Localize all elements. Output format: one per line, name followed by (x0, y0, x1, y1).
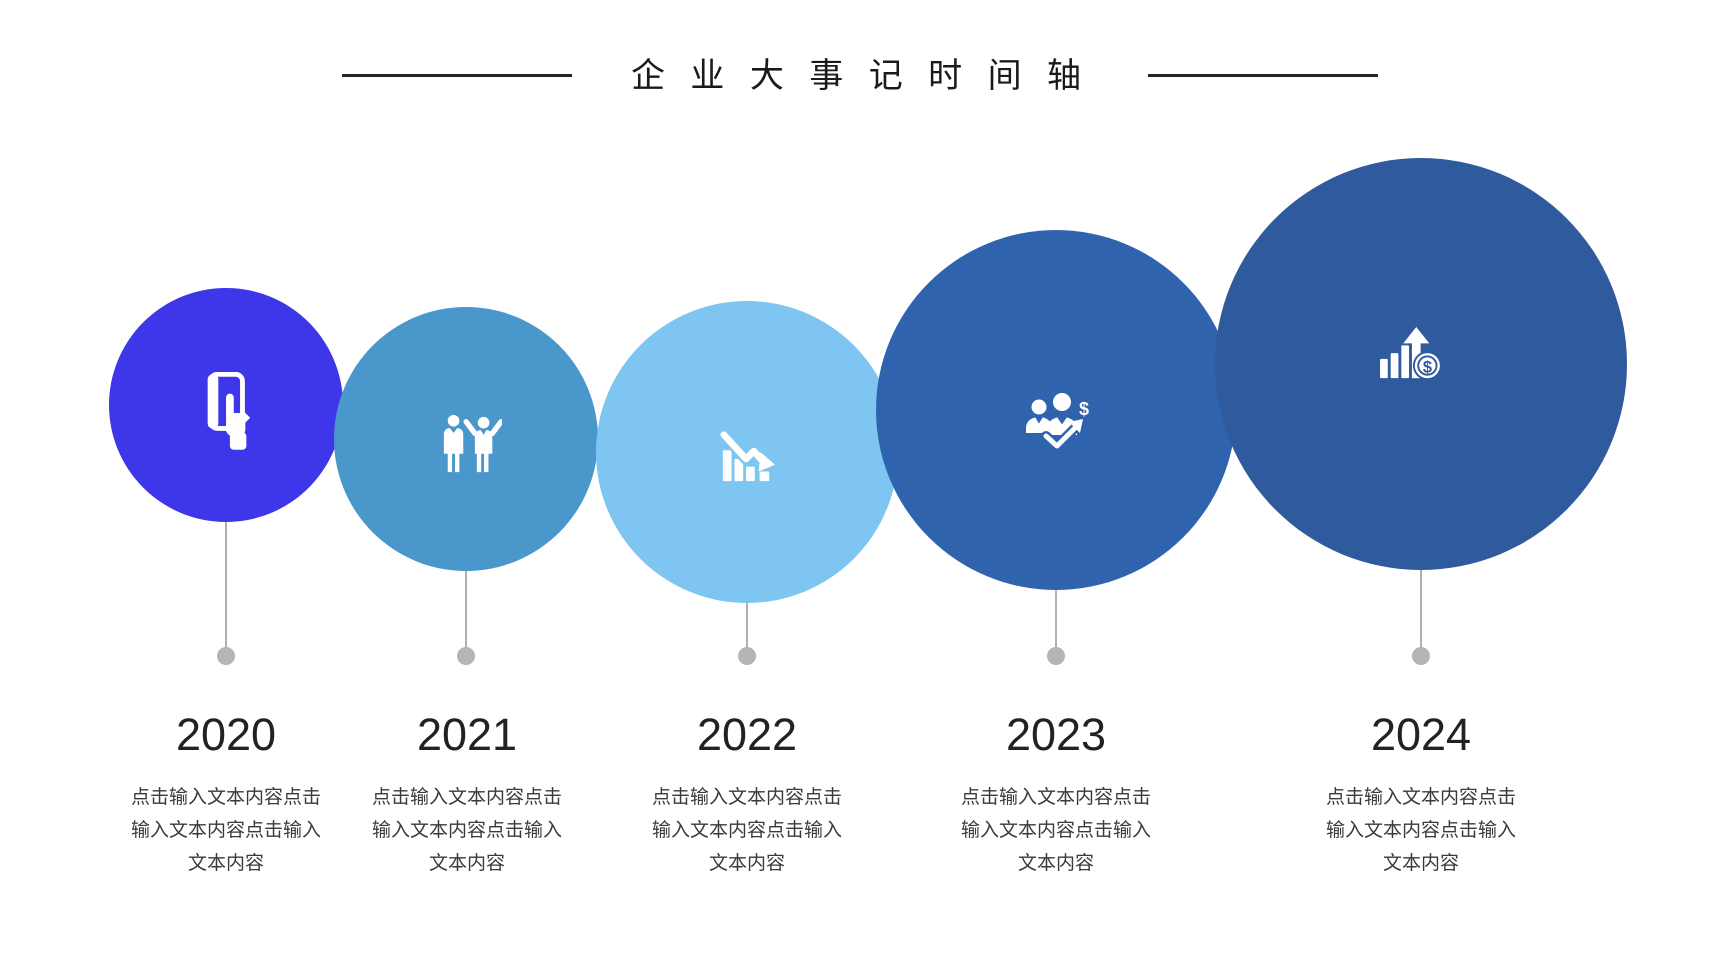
connector-dot (1412, 647, 1430, 665)
description-line: 点击输入文本内容点击 (960, 787, 1151, 808)
milestone-description[interactable]: 点击输入文本内容点击 输入文本内容点击输入 文本内容 (347, 781, 587, 880)
milestone-year[interactable]: 2022 (696, 709, 798, 760)
milestone-description[interactable]: 点击输入文本内容点击 输入文本内容点击输入 文本内容 (106, 781, 346, 880)
milestone-description[interactable]: 点击输入文本内容点击 输入文本内容点击输入 文本内容 (936, 781, 1176, 880)
description-line: 输入文本内容点击输入 (130, 820, 321, 841)
milestone-circle-2023[interactable]: $ (876, 230, 1236, 590)
team-celebration-icon (443, 414, 502, 473)
description-line: 文本内容 (1382, 853, 1459, 874)
business-partners-profit-icon: $ (1026, 393, 1089, 449)
connector-line (746, 592, 748, 656)
title-divider-left (342, 74, 572, 77)
description-line: 文本内容 (1017, 853, 1094, 874)
growth-bars-money-icon: $ (1380, 327, 1442, 381)
connector-dot (217, 647, 235, 665)
description-line: 输入文本内容点击输入 (371, 820, 562, 841)
title-divider-right (1148, 74, 1378, 77)
description-line: 点击输入文本内容点击 (651, 787, 842, 808)
connector-dot (1047, 647, 1065, 665)
declining-chart-icon (718, 428, 776, 482)
milestone-year[interactable]: 2021 (416, 709, 518, 760)
description-line: 文本内容 (428, 853, 505, 874)
description-line: 输入文本内容点击输入 (960, 820, 1151, 841)
milestone-circle-2021[interactable] (334, 307, 598, 571)
milestone-circle-2022[interactable] (596, 301, 898, 603)
connector-dot (457, 647, 475, 665)
svg-text:$: $ (1079, 399, 1089, 419)
connector-dot (738, 647, 756, 665)
description-line: 点击输入文本内容点击 (130, 787, 321, 808)
milestone-year[interactable]: 2020 (175, 709, 277, 760)
milestone-description[interactable]: 点击输入文本内容点击 输入文本内容点击输入 文本内容 (627, 781, 867, 880)
description-line: 输入文本内容点击输入 (651, 820, 842, 841)
milestone-circle-2020[interactable] (109, 288, 343, 522)
connector-line (1055, 580, 1057, 656)
description-line: 文本内容 (187, 853, 264, 874)
milestone-description[interactable]: 点击输入文本内容点击 输入文本内容点击输入 文本内容 (1301, 781, 1541, 880)
description-line: 点击输入文本内容点击 (371, 787, 562, 808)
description-line: 输入文本内容点击输入 (1325, 820, 1516, 841)
page-title: 企 业 大 事 记 时 间 轴 (630, 57, 1090, 95)
svg-text:$: $ (1423, 358, 1432, 376)
connector-line (465, 560, 467, 656)
milestone-year[interactable]: 2024 (1370, 709, 1472, 760)
slide-header: 企 业 大 事 记 时 间 轴 (0, 56, 1728, 96)
milestone-circle-2024[interactable]: $ (1215, 158, 1627, 570)
hand-holding-card-icon (207, 372, 251, 450)
connector-line (225, 512, 227, 656)
description-line: 文本内容 (708, 853, 785, 874)
description-line: 点击输入文本内容点击 (1325, 787, 1516, 808)
milestone-year[interactable]: 2023 (1005, 709, 1107, 760)
connector-line (1420, 556, 1422, 656)
